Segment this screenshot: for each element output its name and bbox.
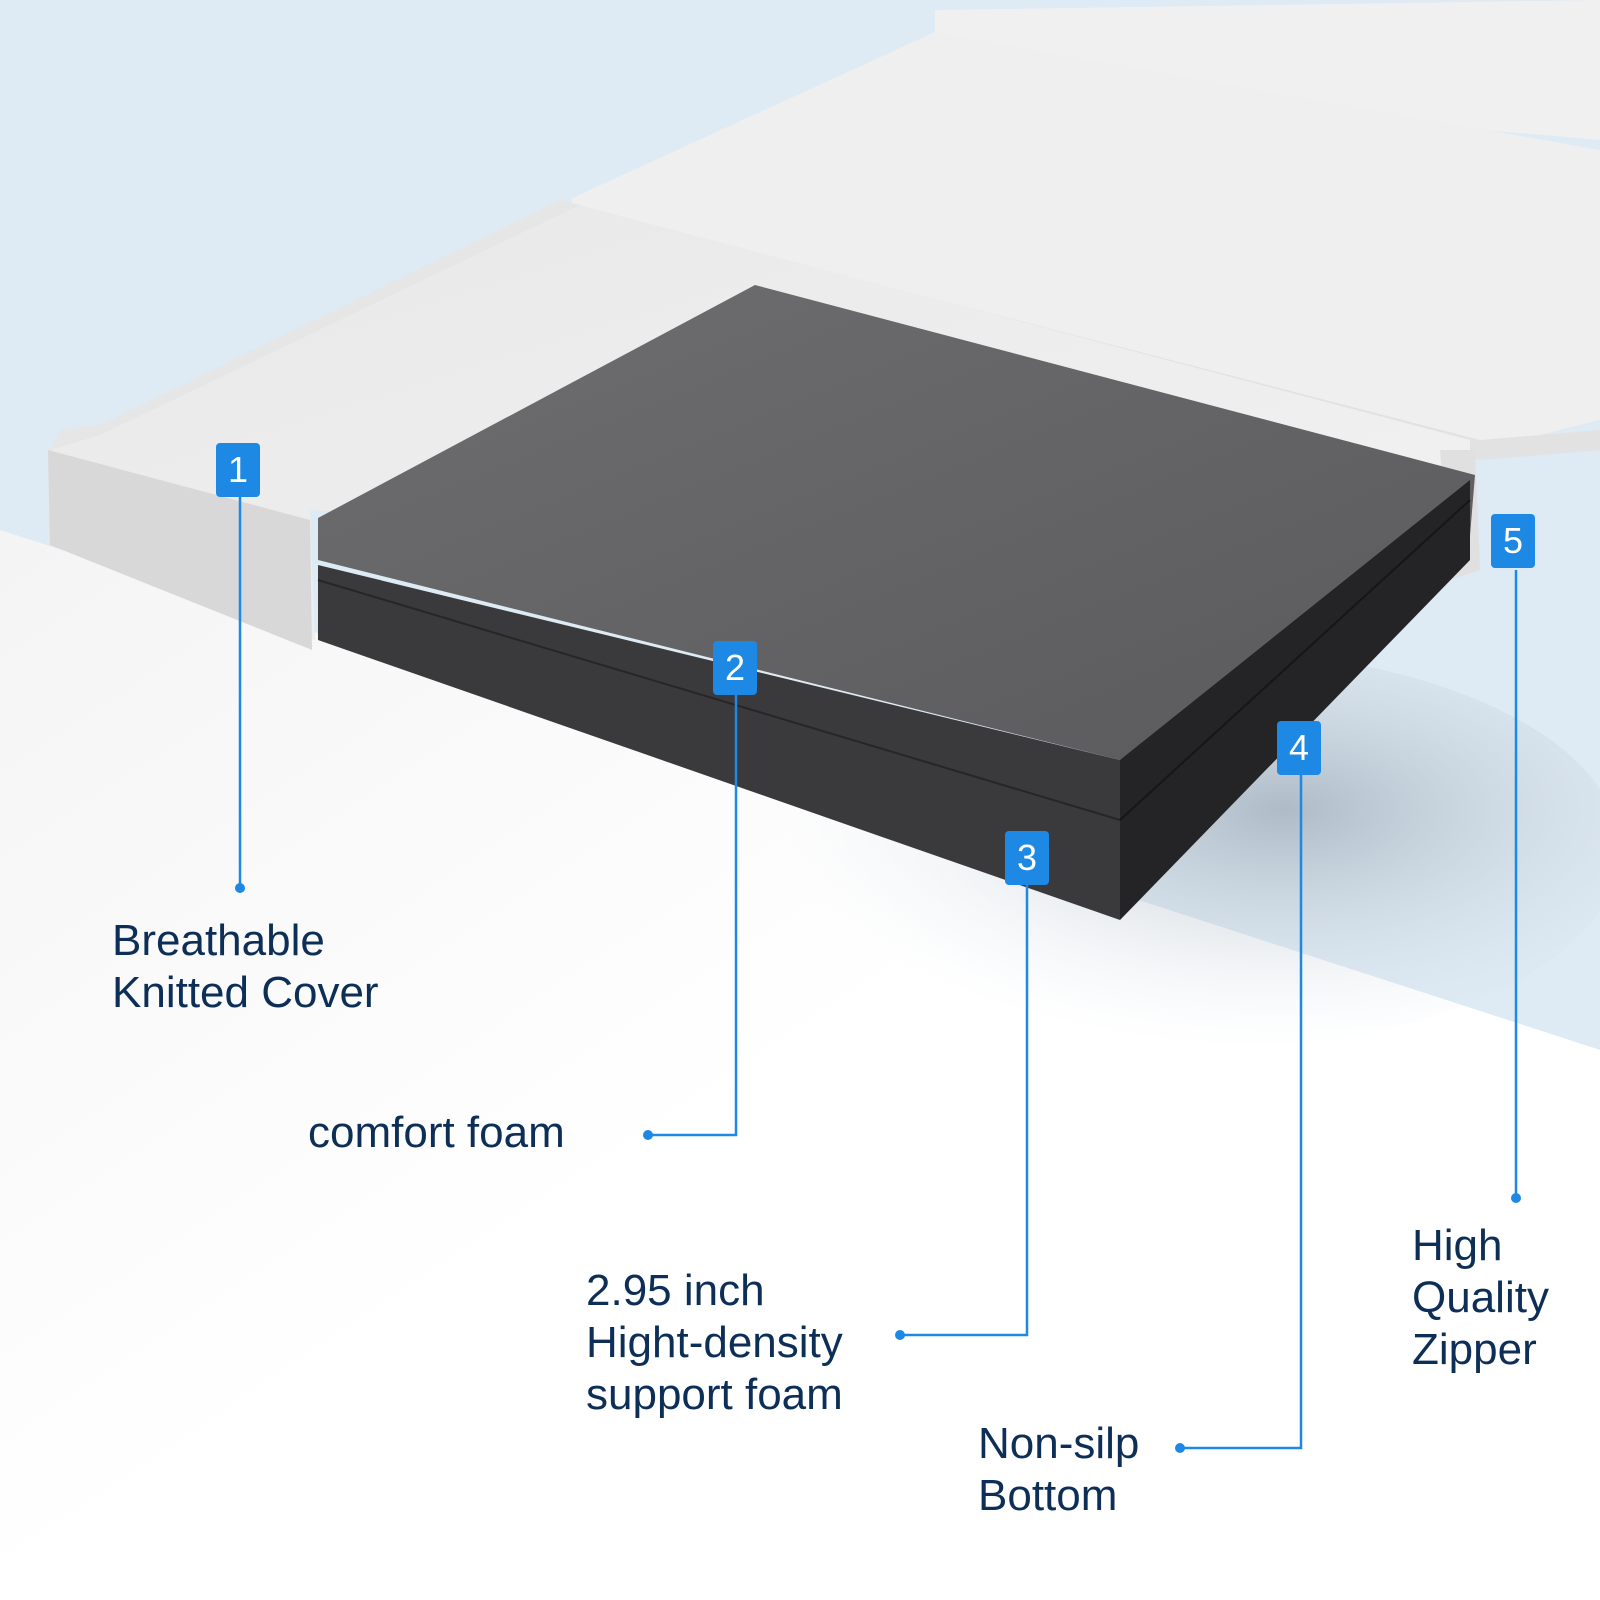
callout-badge-1: 1 [216, 443, 260, 497]
cover-side [48, 450, 312, 650]
label-line: Zipper [1412, 1325, 1537, 1374]
label-line: Bottom [978, 1471, 1118, 1520]
comfort-foam-top [318, 285, 1475, 760]
leader-lines [238, 490, 1518, 1450]
label-line: Breathable [112, 916, 325, 965]
callout-badge-2: 2 [713, 641, 757, 695]
callout-label-knitted-cover: Breathable Knitted Cover [112, 915, 379, 1019]
label-line: Hight-density [586, 1318, 843, 1367]
callout-label-comfort-foam: comfort foam [308, 1107, 565, 1159]
label-line: support foam [586, 1370, 843, 1419]
label-line: comfort foam [308, 1108, 565, 1157]
mattress-panel-middle [572, 32, 1600, 450]
mattress-panel-far [935, 0, 1600, 140]
floor [0, 530, 1600, 1600]
support-foam-side [1120, 480, 1470, 920]
label-line: High [1412, 1221, 1503, 1270]
callout-badge-3: 3 [1005, 831, 1049, 885]
label-line: Knitted Cover [112, 968, 379, 1017]
callout-label-support-foam: 2.95 inch Hight-density support foam [586, 1265, 843, 1421]
callout-badge-4: 4 [1277, 721, 1321, 775]
support-foam-front [318, 565, 1120, 920]
leader-dots [235, 883, 1521, 1453]
label-line: 2.95 inch [586, 1266, 765, 1315]
callout-label-non-slip-bottom: Non-silp Bottom [978, 1418, 1139, 1522]
callout-badge-5: 5 [1491, 514, 1535, 568]
label-line: Quality [1412, 1273, 1549, 1322]
callout-label-zipper: High Quality Zipper [1412, 1220, 1549, 1376]
label-line: Non-silp [978, 1419, 1140, 1468]
